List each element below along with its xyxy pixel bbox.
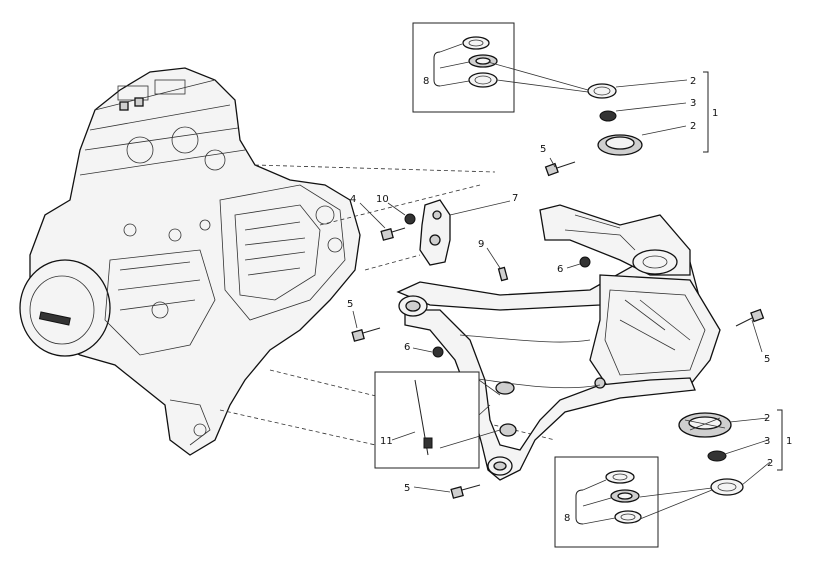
nut-6-left <box>432 346 444 358</box>
engine-mount-bracket <box>419 199 451 266</box>
callout-8-bottom: 8 <box>564 513 570 524</box>
stud-9 <box>497 266 509 282</box>
callout-2-bottom-outer: 2 <box>767 458 773 469</box>
bolt-5-bottom <box>450 484 481 499</box>
bolt-5-right <box>735 308 765 327</box>
bolt-5-left <box>351 327 381 342</box>
callout-5-bottom: 5 <box>404 483 410 494</box>
callout-11: 11 <box>380 436 393 447</box>
callout-7: 7 <box>512 193 518 204</box>
nut-6-right <box>579 256 591 268</box>
callout-4: 4 <box>350 194 356 205</box>
callout-3-top: 3 <box>690 98 696 109</box>
nut-10 <box>404 213 416 225</box>
callout-10: 10 <box>376 194 389 205</box>
frame-assembly <box>396 204 721 481</box>
callout-2-bottom: 2 <box>764 413 770 424</box>
callout-5-left: 5 <box>347 299 353 310</box>
callout-8-top: 8 <box>423 76 429 87</box>
callout-5-top: 5 <box>540 144 546 155</box>
callout-2-top-outer: 2 <box>690 76 696 87</box>
callout-1-top: 1 <box>712 108 718 119</box>
upper-bearing-stack <box>587 83 643 156</box>
callout-2-top: 2 <box>690 121 696 132</box>
engine-assembly <box>19 67 361 456</box>
bolt-4 <box>380 227 406 241</box>
callout-9: 9 <box>478 239 484 250</box>
upper-inset-seals <box>412 22 589 113</box>
callout-1-bottom: 1 <box>786 436 792 447</box>
bolt-5-top <box>544 161 576 177</box>
callout-labels: 2 3 2 1 8 4 10 7 5 9 6 5 6 5 11 5 2 3 2 … <box>347 76 792 524</box>
callout-6-right: 6 <box>557 264 563 275</box>
leader-lines <box>352 71 783 493</box>
inset-item-11 <box>374 371 501 469</box>
lower-inset-seals <box>554 456 713 548</box>
callout-6-left: 6 <box>404 342 410 353</box>
callout-3-bottom: 3 <box>764 436 770 447</box>
lower-bearing-stack <box>678 412 744 496</box>
callout-5-right: 5 <box>764 354 770 365</box>
